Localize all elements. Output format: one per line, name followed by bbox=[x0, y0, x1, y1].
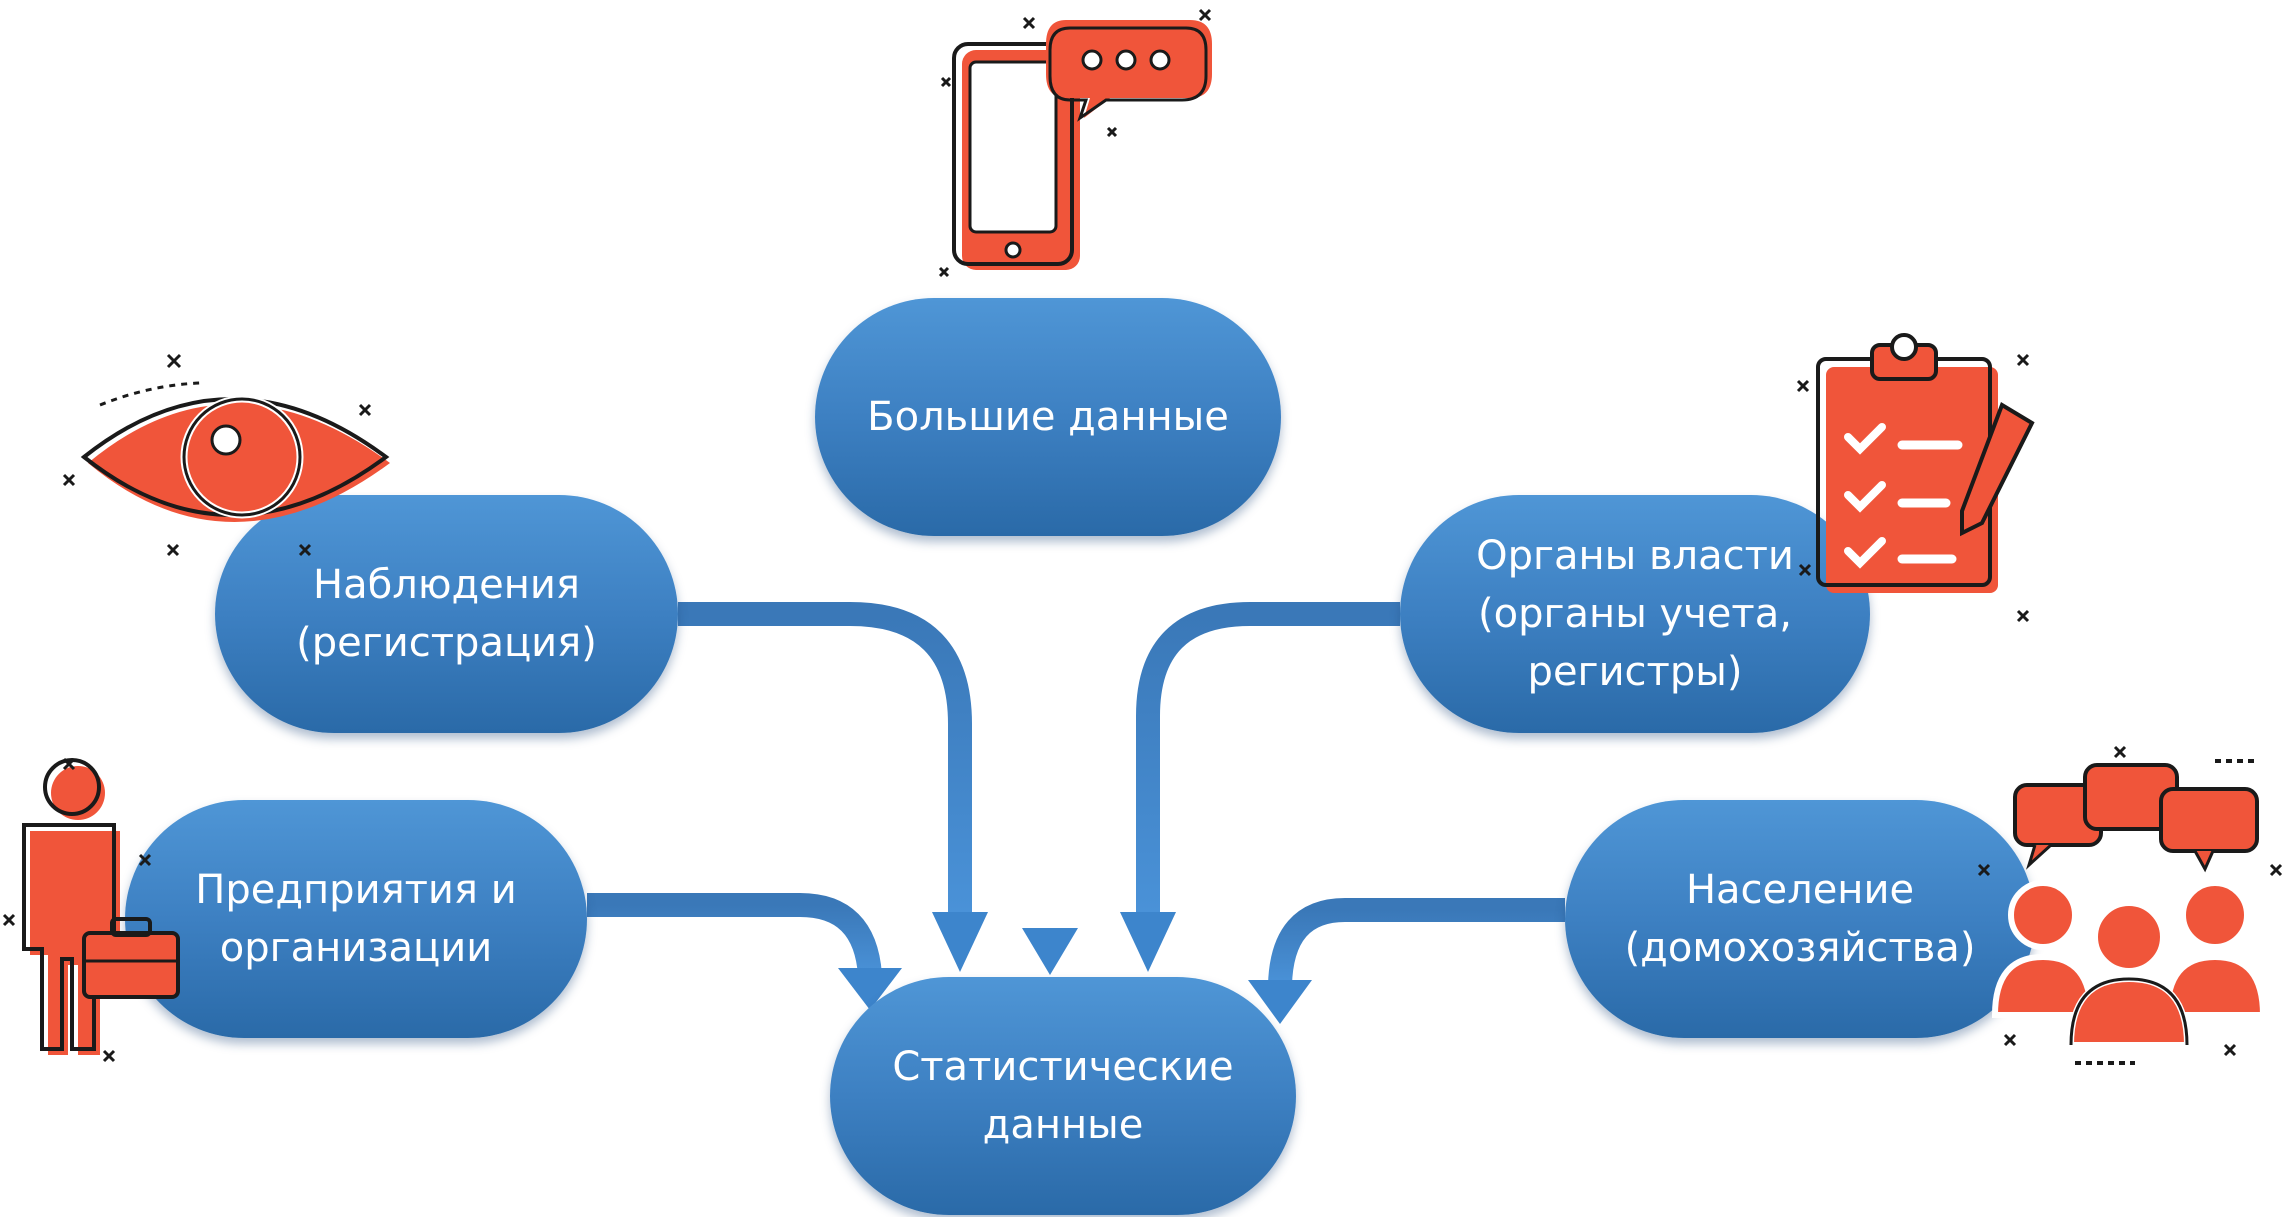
businessman-briefcase-icon bbox=[2, 757, 180, 1063]
clipboard-checklist-icon bbox=[1796, 333, 2035, 623]
arrowhead-big-data bbox=[1022, 928, 1078, 975]
arrow-population bbox=[1268, 898, 1565, 986]
arrow-authorities bbox=[1136, 602, 1400, 915]
arrowhead-population bbox=[1248, 980, 1312, 1024]
source-node-observations: Наблюдения (регистрация) bbox=[215, 495, 678, 733]
arrow-enterprises bbox=[587, 893, 882, 977]
target-label-statistical-data: Статистические данные bbox=[892, 1044, 1234, 1148]
smartphone-chat-icon bbox=[938, 8, 1212, 278]
arrowhead-authorities bbox=[1120, 912, 1176, 972]
eye-icon bbox=[62, 353, 390, 557]
arrowhead-observations bbox=[932, 912, 988, 972]
source-label-observations: Наблюдения (регистрация) bbox=[296, 562, 597, 666]
source-node-big-data: Большие данные bbox=[815, 298, 1281, 536]
arrow-observations bbox=[678, 602, 972, 915]
arrowhead-enterprises bbox=[838, 968, 902, 1010]
source-label-big-data: Большие данные bbox=[867, 394, 1229, 440]
source-label-enterprises: Предприятия и организации bbox=[195, 867, 517, 971]
source-node-population: Население (домохозяйства) bbox=[1565, 800, 2035, 1038]
source-label-authorities: Органы власти (органы учета, регистры) bbox=[1476, 533, 1794, 695]
source-label-population: Население (домохозяйства) bbox=[1624, 867, 1976, 971]
source-node-enterprises: Предприятия и организации bbox=[125, 800, 587, 1038]
source-node-authorities: Органы власти (органы учета, регистры) bbox=[1400, 495, 1870, 733]
target-node-statistical-data: Статистические данные bbox=[830, 977, 1296, 1215]
people-group-chat-icon bbox=[1977, 745, 2283, 1065]
